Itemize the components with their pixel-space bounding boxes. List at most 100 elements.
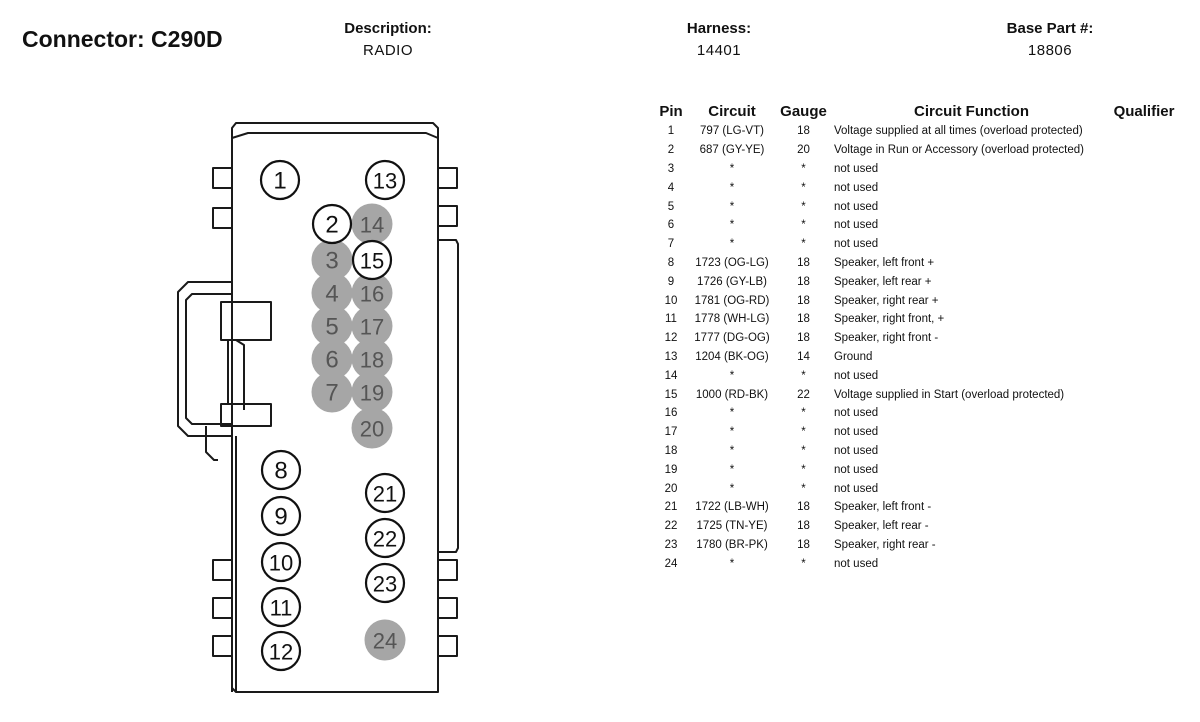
cavity-2: 2 bbox=[311, 203, 353, 245]
qualifier bbox=[1109, 122, 1179, 141]
cavity-20: 20 bbox=[351, 407, 393, 449]
circuit-function: not used bbox=[834, 557, 879, 570]
wire-gauge: 14 bbox=[797, 350, 810, 363]
cavity-number: 12 bbox=[269, 640, 293, 665]
circuit-code: 797 (LG-VT) bbox=[700, 125, 764, 138]
circuit-function: not used bbox=[834, 181, 879, 194]
qualifier bbox=[1109, 235, 1179, 254]
cavity-number: 7 bbox=[325, 380, 338, 407]
cavity-circle bbox=[260, 541, 302, 583]
cavity-number: 15 bbox=[360, 249, 384, 274]
cavity-number: 24 bbox=[373, 629, 397, 654]
circuit-code: * bbox=[729, 200, 735, 213]
description-block: Description: RADIO bbox=[268, 20, 508, 59]
column-header-circuit-function: Circuit Function bbox=[914, 102, 1029, 120]
qualifier bbox=[1109, 442, 1179, 461]
circuit-function: Voltage supplied at all times (overload … bbox=[834, 125, 1083, 138]
pinout-table: Pin Circuit Gauge Circuit Function Quali… bbox=[655, 100, 1179, 573]
circuit-function: Speaker, right front, + bbox=[834, 313, 945, 326]
qualifier bbox=[1109, 178, 1179, 197]
cavity-circle bbox=[364, 517, 406, 559]
wire-gauge: 18 bbox=[797, 294, 810, 307]
circuit-function: not used bbox=[834, 407, 879, 420]
circuit-code: * bbox=[729, 407, 735, 420]
cavity-11: 11 bbox=[260, 586, 302, 628]
circuit-function: Speaker, left front - bbox=[834, 501, 932, 514]
wire-gauge: * bbox=[801, 557, 806, 570]
qualifier bbox=[1109, 554, 1179, 573]
qualifier bbox=[1109, 498, 1179, 517]
pinout-row: 16**not used bbox=[655, 404, 1179, 423]
column-header-gauge: Gauge bbox=[780, 102, 827, 120]
pin-number: 9 bbox=[667, 275, 675, 288]
cavity-number: 8 bbox=[274, 458, 287, 485]
circuit-code: * bbox=[729, 557, 735, 570]
pinout-row: 3**not used bbox=[655, 160, 1179, 179]
cavity-1: 1 bbox=[259, 159, 301, 201]
circuit-function: not used bbox=[834, 482, 879, 495]
connector-title: Connector: C290D bbox=[22, 26, 223, 52]
circuit-function: Voltage supplied in Start (overload prot… bbox=[834, 388, 1065, 401]
cavity-circle bbox=[259, 159, 301, 201]
qualifier bbox=[1109, 423, 1179, 442]
circuit-code: * bbox=[729, 369, 735, 382]
qualifier bbox=[1109, 160, 1179, 179]
cavity-number: 2 bbox=[325, 212, 338, 239]
wire-gauge: * bbox=[801, 219, 806, 232]
description-label: Description: bbox=[344, 20, 432, 37]
wire-gauge: * bbox=[801, 444, 806, 457]
pin-number: 21 bbox=[664, 501, 678, 514]
cavity-12: 12 bbox=[260, 630, 302, 672]
harness-value: 14401 bbox=[696, 42, 742, 59]
circuit-code: 687 (GY-YE) bbox=[699, 144, 765, 157]
wire-gauge: 20 bbox=[797, 144, 810, 157]
pin-number: 24 bbox=[664, 557, 678, 570]
pin-number: 5 bbox=[667, 200, 675, 213]
cavity-number: 10 bbox=[269, 551, 293, 576]
cavity-circle bbox=[260, 449, 302, 491]
cavity-number: 5 bbox=[325, 314, 338, 341]
circuit-function: Speaker, right rear + bbox=[834, 294, 939, 307]
cavity-9: 9 bbox=[260, 495, 302, 537]
cavity-6: 6 bbox=[311, 338, 353, 380]
wire-gauge: * bbox=[801, 426, 806, 439]
cavity-3: 3 bbox=[311, 239, 353, 281]
wire-gauge: 22 bbox=[797, 388, 810, 401]
pin-number: 10 bbox=[664, 294, 678, 307]
pin-number: 1 bbox=[667, 125, 675, 138]
cavity-number: 20 bbox=[360, 417, 384, 442]
cavity-circle bbox=[364, 562, 406, 604]
pinout-row: 5**not used bbox=[655, 197, 1179, 216]
cavity-23: 23 bbox=[364, 562, 406, 604]
pin-number: 12 bbox=[664, 332, 678, 345]
circuit-function: Speaker, right rear - bbox=[834, 538, 936, 551]
cavity-14: 14 bbox=[351, 203, 393, 245]
pinout-row: 7**not used bbox=[655, 235, 1179, 254]
cavity-13: 13 bbox=[364, 159, 406, 201]
pin-number: 7 bbox=[667, 238, 675, 251]
cavity-19: 19 bbox=[351, 371, 393, 413]
circuit-function: not used bbox=[834, 238, 879, 251]
wire-gauge: * bbox=[801, 162, 806, 175]
circuit-code: 1777 (DG-OG) bbox=[694, 332, 770, 345]
pin-number: 23 bbox=[664, 538, 678, 551]
harness-block: Harness: 14401 bbox=[599, 20, 839, 59]
wire-gauge: * bbox=[801, 238, 806, 251]
circuit-code: * bbox=[729, 162, 735, 175]
base-part-value: 18806 bbox=[1027, 42, 1073, 59]
cavity-10: 10 bbox=[260, 541, 302, 583]
cavity-circle bbox=[311, 371, 353, 413]
qualifier bbox=[1109, 141, 1179, 160]
pinout-row: 19**not used bbox=[655, 460, 1179, 479]
qualifier bbox=[1109, 366, 1179, 385]
wire-gauge: * bbox=[801, 200, 806, 213]
cavity-number: 3 bbox=[325, 248, 338, 275]
cavity-circle bbox=[351, 338, 393, 380]
pin-number: 3 bbox=[667, 162, 675, 175]
pinout-row: 17**not used bbox=[655, 423, 1179, 442]
